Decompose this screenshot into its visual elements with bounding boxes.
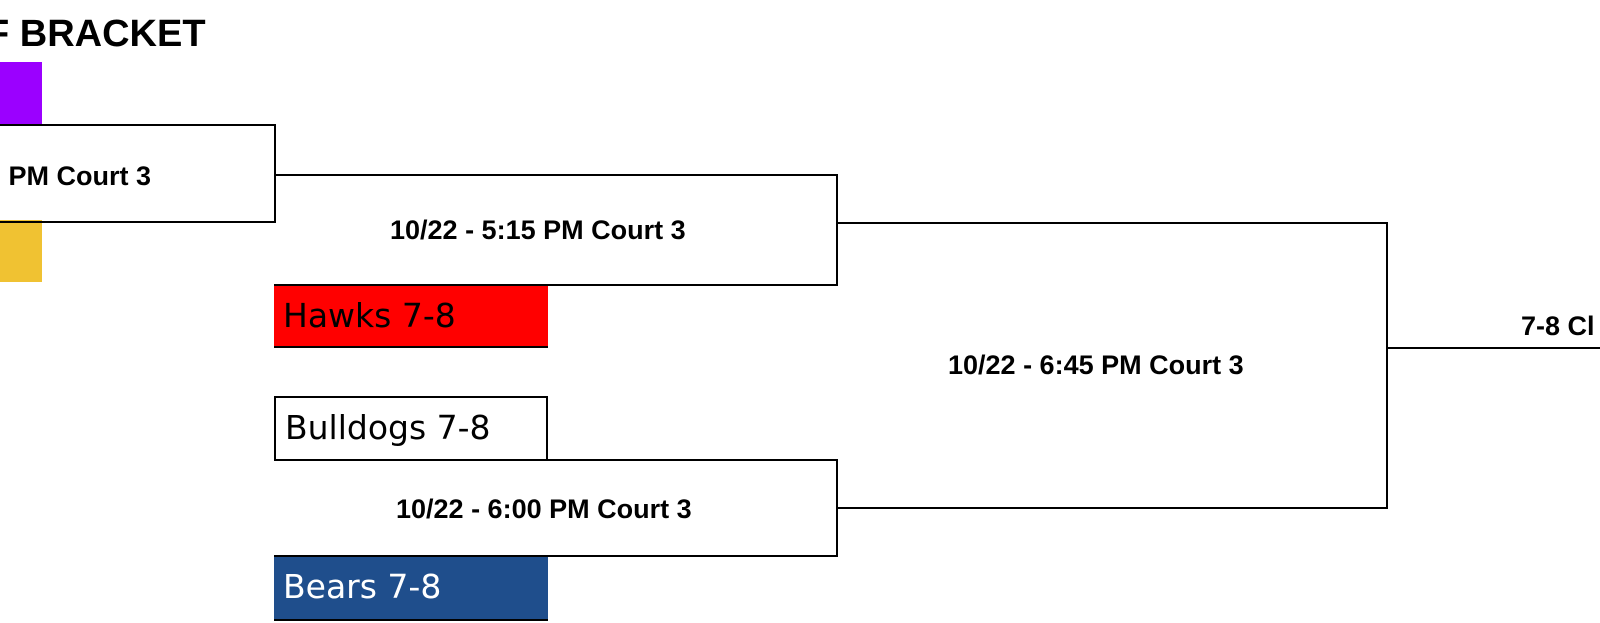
team-swatch-purple <box>0 62 42 124</box>
bracket-title: F BRACKET <box>0 13 206 55</box>
bracket-line <box>274 459 838 461</box>
bracket-line <box>836 174 838 286</box>
champion-label: 7-8 Cl <box>1521 311 1595 341</box>
bracket-line <box>1386 222 1388 509</box>
team-box-bulldogs: Bulldogs 7-8 <box>274 396 548 460</box>
bracket-line <box>274 284 838 286</box>
team-box-bears: Bears 7-8 <box>274 557 548 621</box>
game-label-top-semi: 10/22 - 5:15 PM Court 3 <box>390 215 686 245</box>
bracket-line <box>836 222 1388 224</box>
bracket-line <box>274 555 838 557</box>
game-label-final: 10/22 - 6:45 PM Court 3 <box>948 350 1244 380</box>
game-label-left: 0 PM Court 3 <box>0 161 152 191</box>
team-swatch-gold <box>0 220 42 282</box>
bracket-line <box>836 507 1388 509</box>
game-label-bottom-semi: 10/22 - 6:00 PM Court 3 <box>396 494 692 524</box>
bracket-line <box>274 124 276 223</box>
bracket-line <box>1386 347 1600 349</box>
bracket-line <box>0 221 276 223</box>
bracket-line <box>0 124 276 126</box>
team-box-hawks: Hawks 7-8 <box>274 286 548 348</box>
bracket-line <box>274 174 838 176</box>
